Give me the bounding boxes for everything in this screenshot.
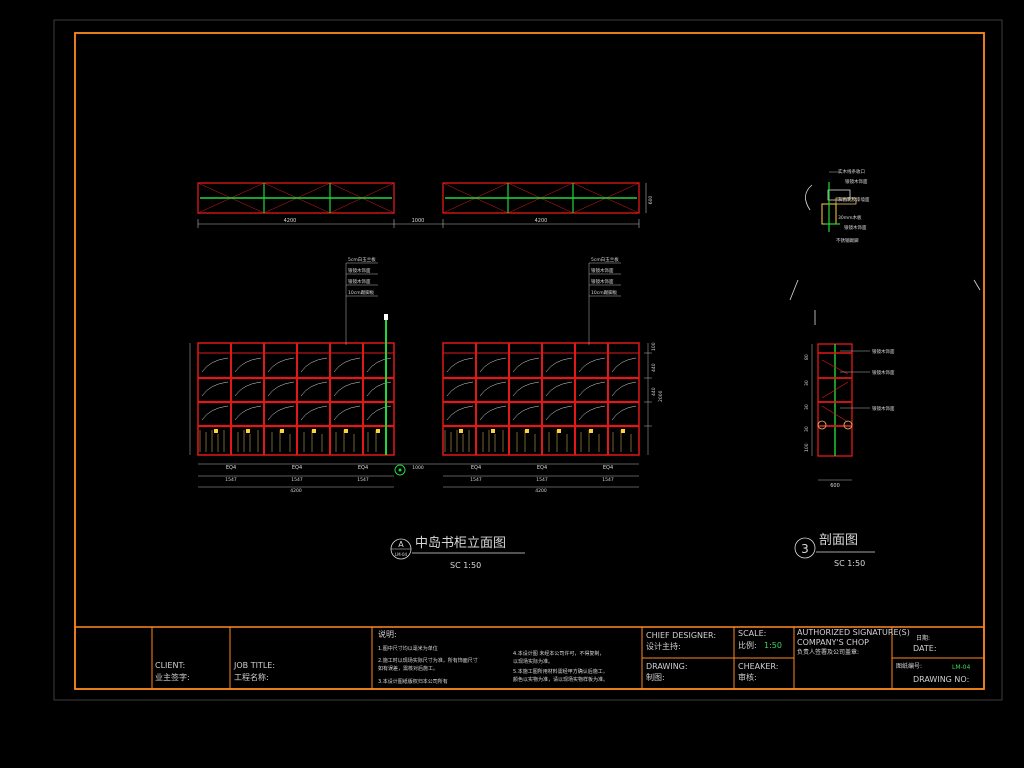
section-note: 30mm木板	[838, 214, 862, 221]
section-note: 银镜木饰面	[872, 405, 895, 412]
section-note: 银镜木饰面	[845, 178, 868, 185]
elevation-marker: A	[398, 540, 404, 549]
drawing-label: DRAWING:	[646, 662, 688, 671]
client-label: CLIENT:	[155, 661, 185, 670]
drawing-frame	[74, 32, 985, 690]
note-left-3: 银镜木饰面	[348, 278, 371, 285]
eq-label: EQ4	[292, 465, 302, 471]
date-label: DATE:	[913, 644, 937, 653]
date-cn: 日期:	[916, 634, 930, 642]
note-left-2: 银镜木饰面	[348, 267, 371, 274]
plan-depth: 600	[648, 196, 654, 205]
scale-cn: 比例:	[738, 640, 757, 650]
section-height: 80	[804, 354, 810, 360]
section-note: 银镜木饰面	[872, 348, 895, 355]
chief-designer-label: CHIEF DESIGNER:	[646, 631, 716, 640]
drawing-no-cn: 图纸编号:	[896, 662, 922, 670]
section-marker: 3	[801, 542, 809, 556]
note-line: 如有误差，需核对后施工。	[378, 665, 438, 672]
title-block: CLIENT: 业主签字: JOB TITLE: 工程名称: 说明: 1.图中尺…	[75, 626, 984, 689]
elevation-marker-sub: LM-04	[395, 552, 408, 557]
note-right-2: 银镜木饰面	[591, 267, 614, 274]
section-note: 银镜木饰面	[872, 369, 895, 376]
section-title: 剖面图	[819, 533, 858, 548]
authorized-label: AUTHORIZED SIGNATURE(S)	[797, 628, 910, 637]
note-line: 4.本设计图 未经本公司许可，不得复制，	[513, 650, 604, 657]
note-right-3: 银镜木饰面	[591, 278, 614, 285]
height-dim-2: 440	[651, 363, 657, 372]
segment-dim: 1547	[602, 477, 614, 483]
elevation-left-cabinet: 5cm白玉兰板 银镜木饰面 银镜木饰面 10cm踢脚板	[189, 256, 395, 456]
notes-heading: 说明:	[378, 629, 397, 639]
section-note: 银镜木饰面	[844, 224, 867, 231]
job-title-label: JOB TITLE:	[233, 661, 275, 670]
section-note: 不锈钢踢脚	[836, 237, 859, 244]
note-line: 颜色以实物为准，请以现场实物样板为准。	[513, 676, 608, 683]
elevation-scale: SC 1:50	[450, 561, 481, 570]
elevation-title: 中岛书柜立面图	[415, 535, 506, 551]
section-view: 实木线条收口 银镜木饰面 灰色乳胶漆墙面 30mm木板 银镜木饰面 不锈钢踢脚 …	[789, 168, 895, 489]
elevation-right-cabinet: 5cm白玉兰板 银镜木饰面 银镜木饰面 10cm踢脚板 100 440 440 …	[442, 256, 664, 456]
note-left-1: 5cm白玉兰板	[348, 256, 376, 263]
height-dim-total: 2000	[658, 390, 664, 402]
section-height: 30	[804, 380, 810, 386]
elevation-title-group: A LM-04 中岛书柜立面图 SC 1:50	[390, 535, 525, 570]
eq-label: EQ4	[226, 465, 236, 471]
note-line: 3.本设计图纸版权归本公司所有	[378, 678, 448, 685]
total-left: 4200	[290, 488, 302, 494]
eq-label: EQ4	[537, 465, 547, 471]
elevation-dimensions: EQ4 EQ4 EQ4 EQ4 EQ4 EQ4 1547 1547 1547 1…	[198, 463, 639, 494]
segment-dim: 1547	[536, 477, 548, 483]
note-left-4: 10cm踢脚板	[348, 289, 375, 296]
eq-label: EQ4	[603, 465, 613, 471]
chief-designer-cn: 设计主持:	[646, 641, 681, 651]
eq-label: EQ4	[358, 465, 368, 471]
segment-dim: 1547	[357, 477, 369, 483]
company-chop: COMPANY'S CHOP	[797, 638, 869, 647]
note-line: 以现场实际为准。	[513, 658, 553, 665]
plan-left-width: 4200	[284, 218, 297, 224]
segment-dim: 1547	[225, 477, 237, 483]
checker-label: CHEAKER:	[738, 662, 778, 671]
drawing-cn: 制图:	[646, 672, 665, 682]
note-line: 2.施工时以现场实际尺寸为准，所有饰面尺寸	[378, 657, 478, 664]
total-right: 4200	[535, 488, 547, 494]
height-dim-1: 100	[651, 342, 657, 351]
section-scale: SC 1:50	[834, 559, 865, 568]
note-line: 1.图中尺寸均以毫米为单位	[378, 645, 438, 652]
segment-dim: 1547	[470, 477, 482, 483]
drawing-no-label: DRAWING NO:	[913, 675, 969, 684]
plan-gap: 1000	[412, 218, 425, 224]
section-height: 100	[804, 443, 810, 452]
plan-right-width: 4200	[535, 218, 548, 224]
company-chop-cn: 负责人签署及公司盖章:	[797, 648, 859, 656]
scale-value: 1:50	[764, 641, 782, 650]
section-height: 30	[804, 404, 810, 410]
checker-cn: 审核:	[738, 672, 757, 682]
eq-label: EQ4	[471, 465, 481, 471]
section-height: 30	[804, 426, 810, 432]
job-title-cn: 工程名称:	[234, 672, 269, 682]
section-note: 实木线条收口	[838, 168, 865, 175]
elevation-gap: 1000	[412, 465, 424, 471]
segment-dim: 1547	[291, 477, 303, 483]
sheet-boundary	[53, 19, 1003, 701]
client-cn: 业主签字:	[155, 672, 190, 682]
section-note: 灰色乳胶漆墙面	[838, 196, 870, 203]
section-width: 600	[830, 483, 840, 489]
drawing-no-value: LM-04	[952, 664, 971, 671]
note-right-1: 5cm白玉兰板	[591, 256, 619, 263]
note-line: 5.本施工图所用材料需经甲方确认后施工，	[513, 668, 608, 675]
note-right-4: 10cm踢脚板	[591, 289, 618, 296]
scale-label: SCALE:	[738, 629, 766, 638]
height-dim-3: 440	[651, 387, 657, 396]
plan-view: 4200 1000 4200 600	[197, 182, 654, 228]
section-title-group: 3 剖面图 SC 1:50	[794, 533, 875, 568]
